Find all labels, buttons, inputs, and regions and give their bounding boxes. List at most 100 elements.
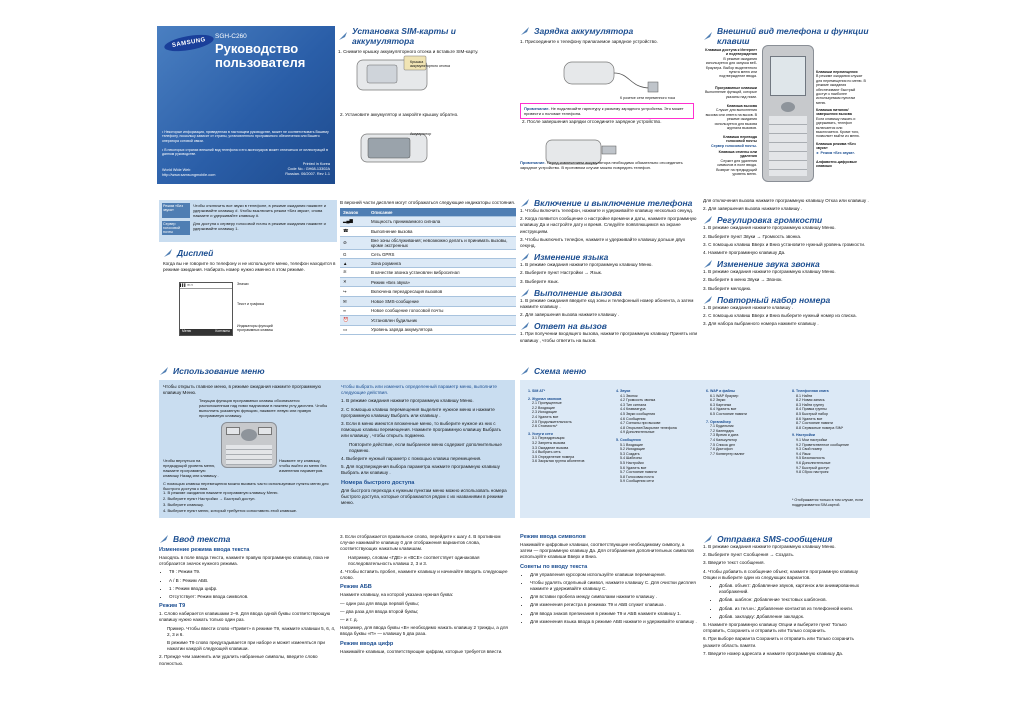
answer-step-1: 1. При получении входящего вызова, нажми… (520, 331, 698, 343)
menu-map-item: 4.6 Сообщения (620, 416, 646, 421)
charge-step-2: 2. После завершения зарядки отсоедините … (522, 119, 662, 124)
menu-map-item: 4.4 Клавиатура (620, 407, 646, 412)
list-item: A / B : Режим АБВ. (169, 578, 337, 584)
quick-keys-panel: Режим «Без звука» Чтобы отключить все зв… (159, 200, 337, 242)
feather-icon (703, 259, 713, 269)
menu-map-item: 8.4 Правка группы (796, 407, 827, 412)
table-row: ▲Зона роуминга (340, 258, 516, 268)
sms-step-7: 7. Введите номер адресата и нажмите прог… (703, 650, 844, 656)
softkey-indicator-label: Индикаторы функций программных клавиш (237, 324, 274, 333)
menu-step-4: 4. Выберите пункт меню, который требуетс… (163, 508, 298, 513)
text-input-2-section: 3. Если отображается правильное слово, п… (340, 534, 516, 714)
sms-step-6: 6. При выборе варианта Сохранить и отпра… (703, 636, 854, 648)
feather-icon (338, 31, 348, 41)
answer-heading: Ответ на вызов (520, 321, 698, 331)
menu-map-heading: 7. Органайзер (706, 419, 731, 424)
menu-map-heading: 1. SIM AT* (528, 389, 546, 393)
menu-map-item: 3.2 Запреты вызова (532, 440, 566, 445)
charge-note-2-text: Примечание. Перед извлечением аккумулято… (520, 160, 683, 170)
label-silent-key: Клавиша режима «Без звука»► Режим «Без з… (816, 142, 856, 155)
phone-open-illustration (762, 45, 814, 182)
voicemail-icon: ∞ (340, 306, 368, 316)
menu-right-intro: Чтобы выбрать или изменить определенный … (341, 384, 497, 396)
model-name: SGH-C260 (215, 33, 247, 40)
sms-step-2: 2. Выберите пункт Сообщения → Создать. (703, 552, 795, 558)
menu-map-item: 5.5 Настройки (620, 460, 644, 465)
phone-keypad (769, 116, 807, 176)
scheme-heading-box: Схема меню (520, 366, 698, 380)
menu-map-item: 9.6 Дополнительные (796, 460, 831, 465)
menu-map-item: 5.7 Состояние памяти (620, 470, 657, 475)
abc-line-2: — два раза для ввода второй буквы; (340, 608, 419, 614)
menu-map-item: 2.2 Входящие (532, 405, 556, 410)
redial-heading: Повторный набор номера (703, 295, 869, 305)
list-item: Добав. закладку: Добавление закладок. (719, 614, 869, 620)
volume-step-4: 4. Нажмите программную клавишу Да. (703, 250, 786, 256)
menu-use-intro: Чтобы открыть главное меню, в режиме ожи… (163, 384, 321, 396)
menu-map-item: 6.5 Состояние памяти (710, 411, 747, 416)
menu-step-2: 2. Выберите пункт Настройки → Быстрый до… (163, 496, 256, 501)
icons-label: Значки (237, 282, 249, 286)
list-item: Для изменения языка ввода в режиме АБВ н… (530, 619, 698, 625)
power-step-2: 2. Когда появится сообщение о настройке … (520, 216, 697, 234)
ringtone-step-1: 1. В режиме ожидания нажмите программную… (703, 269, 836, 275)
menu-callout-4: С помощью клавиш перемещения можно вызва… (163, 481, 329, 491)
table-row: ▭Уровень заряда аккумулятора (340, 325, 516, 336)
power-step-3: 3. Чтобы выключить телефон, нажмите и уд… (520, 236, 686, 249)
menu-map-item: 7.1 Будильник (710, 424, 734, 429)
charge-note-1: Примечание. Не подключайте гарнитуру к р… (520, 103, 694, 119)
menu-map-heading: 5. Сообщения (616, 437, 641, 442)
menu-map-item: 8.2 Новая запись (796, 398, 825, 403)
ringtone-step-2: 2. Выберите в меню Звуки → Звонок. (703, 277, 783, 283)
list-item: Отсутствует: Режим ввода символов. (169, 594, 337, 600)
abc-example: Например, для ввода буквы «В» необходимо… (340, 625, 508, 637)
quick-key-desc-2: Для доступа к серверу голосовой почты в … (193, 221, 326, 231)
sim-step-2: 2. Установите аккумулятор и закройте кры… (340, 112, 459, 117)
scheme-heading: Схема меню (520, 366, 698, 376)
sms-section: Отправка SMS-сообщения 1. В режиме ожида… (703, 534, 869, 714)
contacts-softkey[interactable]: Контакты (215, 329, 230, 333)
sim-step-1: 1. Снимите крышку аккумуляторного отсека… (338, 49, 479, 54)
volume-step-3: 3. С помощью клавиш Вверх и Вниз установ… (703, 241, 866, 247)
www-url[interactable]: http://www.samsungmobile.com (162, 173, 216, 177)
menu-map-item: 2.4 Удалить все (532, 414, 559, 419)
list-item: Для ввода знаков препинания в режиме T9 … (530, 611, 698, 617)
menu-map-item: 7.4 Калькулятор (710, 437, 738, 442)
feather-icon (163, 248, 173, 258)
keypad-rows (226, 445, 272, 465)
abc-text: Нажмите клавишу, на которой указана нужн… (340, 592, 454, 598)
quick-key-label-1: Режим «Без звука» (162, 203, 190, 218)
sms-step-5: 5. Нажмите программную клавишу Опции и в… (703, 622, 847, 634)
ringtone-step-3: 3. Выберите мелодию. (703, 285, 752, 291)
symbols-section: Режим ввода символов Нажимайте цифровые … (520, 534, 698, 714)
menu-step-1: 1. В режиме ожидания нажмите программную… (163, 490, 279, 495)
exterior-heading: Внешний вид телефона и функции клавиш (703, 26, 869, 46)
volume-step-2: 2. Выберите пункт Звуки → Громкость звон… (703, 233, 802, 239)
menu-map-item: 3.3 Ожидание вызова (532, 445, 569, 450)
sms-step-3: 3. Введите текст сообщения. (703, 560, 765, 566)
list-item: Для управления курсором используйте клав… (530, 572, 698, 578)
volume-heading: Регулировка громкости (703, 215, 869, 225)
menu-use-panel: Чтобы открыть главное меню, в режиме ожи… (159, 380, 515, 518)
feather-icon (520, 321, 530, 331)
menu-map-item: 8.5 Быстрый набор (796, 411, 829, 416)
menu-map-item: 7.3 Время и дата (710, 433, 739, 438)
list-item: Чтобы удалять отдельный символ, нажмите … (530, 580, 698, 592)
menu-map-heading: 9. Настройки (792, 433, 815, 438)
redial-step-3: 3. Для набора выбранного номера нажмите … (703, 321, 819, 327)
feather-icon (703, 534, 713, 544)
sim-section: Установка SIM-карты и аккумулятора 1. Сн… (338, 26, 516, 184)
table-row: ✉Новое SMS-сообщение (340, 296, 516, 308)
vibrate-icon: ≋ (340, 267, 368, 278)
gprs-icon: G (340, 249, 368, 260)
menu-softkey[interactable]: Меню (182, 329, 192, 333)
table-row: ≋В качестве звонка установлен вибросигна… (340, 267, 516, 278)
battery-illustration (360, 133, 428, 163)
feather-icon (159, 366, 169, 376)
sim-heading: Установка SIM-карты и аккумулятора (338, 26, 516, 46)
menu-map-item: 2.3 Исходящие (532, 410, 558, 415)
text-label: Текст и графика (237, 302, 264, 306)
